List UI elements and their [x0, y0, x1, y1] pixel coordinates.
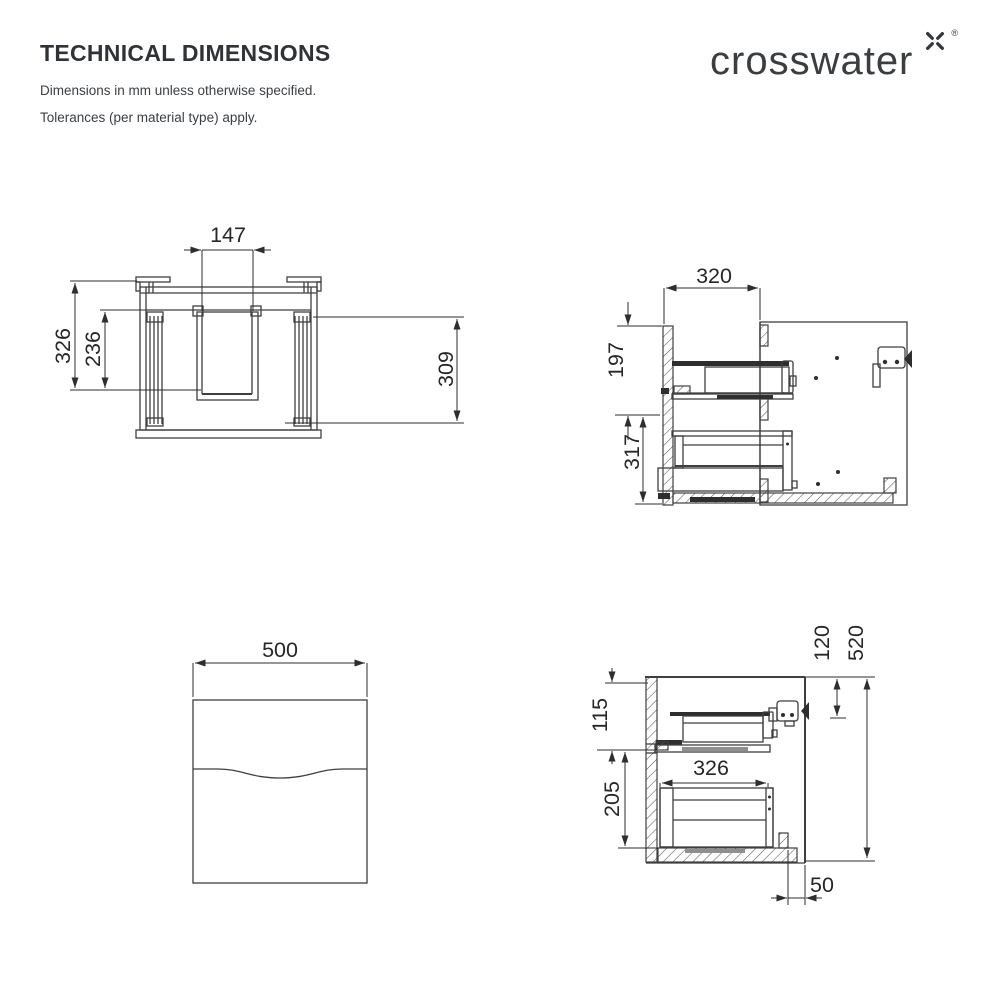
handle-recess-curve [193, 768, 367, 779]
dim-upper-drawer-depth: 320 [696, 264, 732, 288]
upper-drawer-box-lower-section [654, 711, 778, 753]
page-title: TECHNICAL DIMENSIONS [40, 40, 331, 66]
front-view-cabinet [192, 699, 368, 884]
drawer-runner-left [146, 311, 164, 427]
plan-carcass [135, 276, 322, 439]
wall-bracket-lower [768, 700, 809, 727]
note-units: Dimensions in mm unless otherwise specif… [40, 83, 317, 98]
lower-section-carcass [645, 676, 806, 864]
drawer-runner-right [293, 311, 311, 427]
dim-lower-top-front: 115 [588, 698, 612, 732]
wall-bracket-upper [872, 346, 912, 388]
dim-lower-overall-height: 520 [844, 625, 868, 661]
dim-front-overall-width: 500 [262, 638, 298, 662]
front-view-dimensions: 500 [192, 638, 368, 697]
mounting-tab-left [135, 276, 171, 293]
page-header: TECHNICAL DIMENSIONS Dimensions in mm un… [40, 40, 331, 137]
dim-plan-side-depth: 309 [434, 351, 458, 387]
front-view-drawing: 500 [192, 638, 368, 884]
basin-cutout [192, 305, 262, 401]
registered-mark: ® [951, 28, 958, 38]
plan-view-drawing: 147 326 236 309 [51, 223, 464, 439]
lower-drawer-box-lower-section [659, 787, 774, 853]
front-panel-section [662, 325, 674, 506]
upper-drawer-box [661, 360, 797, 400]
dim-lower-drawer-depth: 326 [693, 756, 729, 780]
dim-plan-cutout-width: 147 [210, 223, 246, 247]
brand-logo: crosswater ® [710, 28, 960, 86]
dim-plan-overall-depth: 326 [51, 328, 75, 364]
upper-section-carcass [662, 321, 908, 506]
mounting-tab-right [286, 276, 322, 293]
dim-lower-rear-gap: 50 [810, 873, 834, 897]
note-tolerances: Tolerances (per material type) apply. [40, 110, 258, 125]
brand-x-icon [926, 32, 944, 50]
dim-lower-bracket-drop: 120 [810, 625, 834, 661]
lower-section-dimensions: 115 205 326 120 520 [588, 625, 875, 905]
brand-wordmark: crosswater [710, 39, 914, 83]
upper-side-section-drawing: 320 197 317 [604, 264, 912, 506]
dim-plan-internal-depth: 236 [81, 331, 105, 367]
dim-lower-bottom-front: 205 [600, 781, 624, 817]
lower-side-section-drawing: 115 205 326 120 520 [588, 625, 875, 905]
lower-drawer-box [657, 430, 798, 502]
dim-upper-bottom-zone: 317 [620, 434, 644, 470]
bottom-panel-section [672, 492, 894, 504]
upper-section-dimensions: 320 197 317 [604, 264, 761, 505]
front-panel-section-lower [645, 676, 658, 863]
dim-upper-top-zone: 197 [604, 342, 628, 378]
plan-dimensions: 147 326 236 309 [51, 223, 464, 424]
